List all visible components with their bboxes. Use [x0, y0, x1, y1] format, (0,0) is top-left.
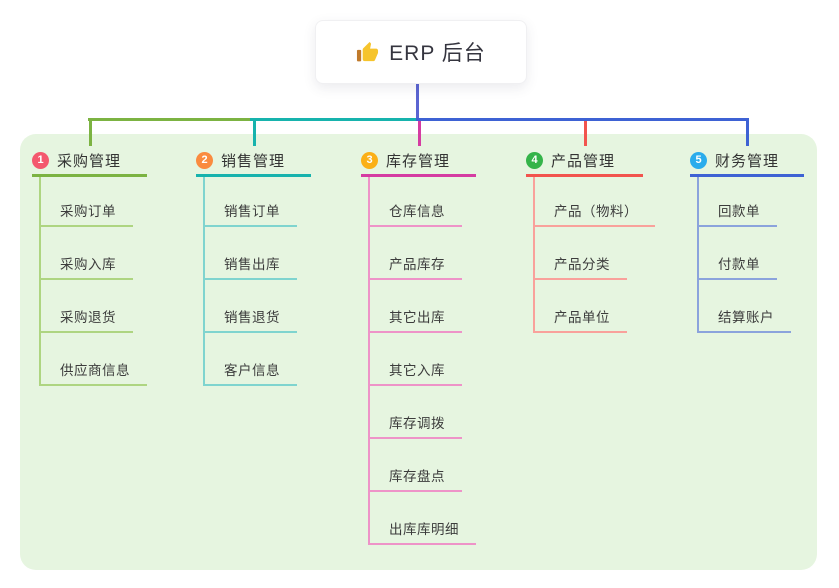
child-node[interactable]: 其它入库: [370, 333, 462, 386]
child-node[interactable]: 付款单: [699, 227, 777, 280]
child-label: 产品单位: [554, 310, 610, 325]
child-label: 回款单: [718, 204, 760, 219]
branch-label: 库存管理: [386, 152, 451, 170]
child-label: 销售订单: [224, 204, 280, 219]
branch-number-badge: 2: [196, 151, 213, 169]
branch-header[interactable]: 4 产品管理: [526, 146, 643, 177]
branch-number-badge: 3: [361, 151, 378, 169]
connector-drop-5: [746, 121, 749, 146]
child-node[interactable]: 采购入库: [41, 227, 133, 280]
child-node[interactable]: 回款单: [699, 177, 777, 227]
branch-label: 财务管理: [715, 152, 780, 170]
child-node[interactable]: 出库库明细: [370, 492, 476, 545]
branch-number-badge: 5: [690, 151, 707, 169]
branch-header[interactable]: 2 销售管理: [196, 146, 311, 177]
branch-header[interactable]: 3 库存管理: [361, 146, 476, 177]
child-node[interactable]: 库存盘点: [370, 439, 462, 492]
connector-bus-teal: [250, 118, 419, 121]
branch-children: 产品（物料） 产品分类 产品单位: [533, 177, 655, 333]
branch-label: 销售管理: [221, 152, 286, 170]
child-label: 其它入库: [389, 363, 445, 378]
connector-bus-blue: [416, 118, 749, 121]
child-node[interactable]: 库存调拨: [370, 386, 462, 439]
mindmap-panel: [20, 134, 817, 570]
child-label: 结算账户: [718, 310, 774, 325]
branch-node-2: 2 销售管理 销售订单 销售出库 销售退货 客户信息: [196, 146, 311, 386]
root-label: ERP 后台: [389, 42, 486, 65]
connector-drop-2: [253, 121, 256, 146]
branch-number-badge: 4: [526, 151, 543, 169]
child-label: 销售出库: [224, 257, 280, 272]
child-node[interactable]: 产品库存: [370, 227, 462, 280]
child-label: 产品分类: [554, 257, 610, 272]
branch-children: 回款单 付款单 结算账户: [697, 177, 804, 333]
branch-node-4: 4 产品管理 产品（物料） 产品分类 产品单位: [526, 146, 655, 333]
child-node[interactable]: 产品（物料）: [535, 177, 655, 227]
child-node[interactable]: 采购退货: [41, 280, 133, 333]
child-label: 其它出库: [389, 310, 445, 325]
branch-node-1: 1 采购管理 采购订单 采购入库 采购退货 供应商信息: [32, 146, 147, 386]
child-node[interactable]: 销售出库: [205, 227, 297, 280]
child-label: 库存盘点: [389, 469, 445, 484]
child-node[interactable]: 其它出库: [370, 280, 462, 333]
connector-drop-3: [418, 121, 421, 146]
child-label: 付款单: [718, 257, 760, 272]
connector-bus-green: [88, 118, 252, 121]
child-label: 出库库明细: [389, 522, 459, 537]
branch-header[interactable]: 1 采购管理: [32, 146, 147, 177]
branch-number-badge: 1: [32, 151, 49, 169]
child-label: 采购订单: [60, 204, 116, 219]
child-label: 采购入库: [60, 257, 116, 272]
child-node[interactable]: 采购订单: [41, 177, 133, 227]
connector-root-vertical: [416, 82, 419, 121]
child-node[interactable]: 销售订单: [205, 177, 297, 227]
child-label: 客户信息: [224, 363, 280, 378]
branch-children: 仓库信息 产品库存 其它出库 其它入库 库存调拨 库存盘点 出库库明细: [368, 177, 476, 545]
branch-node-5: 5 财务管理 回款单 付款单 结算账户: [690, 146, 804, 333]
child-node[interactable]: 客户信息: [205, 333, 297, 386]
child-node[interactable]: 仓库信息: [370, 177, 462, 227]
child-node[interactable]: 供应商信息: [41, 333, 147, 386]
branch-children: 采购订单 采购入库 采购退货 供应商信息: [39, 177, 147, 386]
child-label: 产品库存: [389, 257, 445, 272]
branch-header[interactable]: 5 财务管理: [690, 146, 804, 177]
child-node[interactable]: 产品单位: [535, 280, 627, 333]
child-node[interactable]: 销售退货: [205, 280, 297, 333]
branch-label: 采购管理: [57, 152, 122, 170]
child-node[interactable]: 结算账户: [699, 280, 791, 333]
thumbs-up-icon: [356, 41, 379, 64]
child-label: 销售退货: [224, 310, 280, 325]
child-node[interactable]: 产品分类: [535, 227, 627, 280]
child-label: 采购退货: [60, 310, 116, 325]
child-label: 仓库信息: [389, 204, 445, 219]
branch-node-3: 3 库存管理 仓库信息 产品库存 其它出库 其它入库 库存调拨 库存盘点 出库库…: [361, 146, 476, 545]
child-label: 产品（物料）: [554, 204, 638, 219]
connector-drop-4: [584, 121, 587, 146]
branch-label: 产品管理: [551, 152, 616, 170]
connector-drop-1: [89, 121, 92, 146]
child-label: 供应商信息: [60, 363, 130, 378]
child-label: 库存调拨: [389, 416, 445, 431]
branch-children: 销售订单 销售出库 销售退货 客户信息: [203, 177, 311, 386]
root-node[interactable]: ERP 后台: [315, 20, 527, 84]
